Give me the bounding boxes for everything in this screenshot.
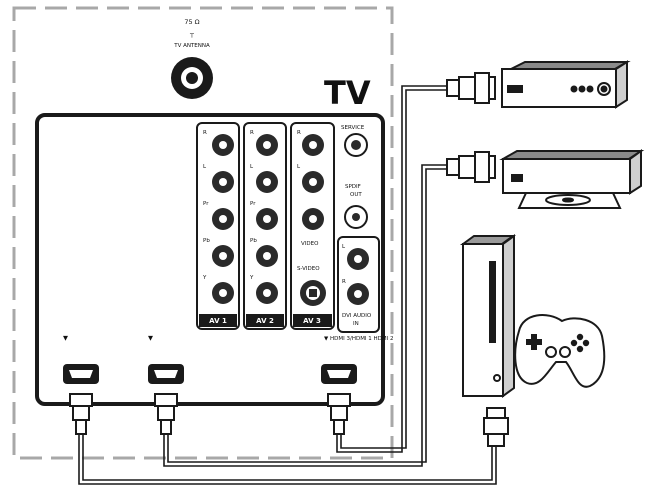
hdmi-plug-device-1	[446, 72, 496, 104]
av3-label-svideo: S-VIDEO	[297, 266, 320, 272]
tv-outline-dashed	[12, 6, 394, 460]
av2-label-l: L	[250, 164, 254, 170]
hdmi-port-3	[321, 364, 357, 384]
antenna-ohm-label: 75 Ω	[184, 18, 199, 26]
antenna-connector: 75 Ω ┬ TV ANTENNA	[171, 18, 213, 99]
dvi-left-label: L	[342, 244, 346, 250]
service-label: SERVICE	[341, 125, 365, 131]
right-column-connectors: SERVICE SPDIF OUT L R DVI AUDIO IN	[337, 125, 380, 333]
dvi-audio-label: DVI AUDIO	[342, 313, 372, 319]
gamepad-icon	[514, 314, 606, 388]
hdmi-cables	[78, 85, 497, 485]
av2-label-y: Y	[249, 275, 254, 281]
antenna-symbol: ┬	[189, 30, 194, 38]
av2-group: R L Pr Pb Y AV 2	[243, 122, 287, 330]
av2-label-pr: Pr	[250, 201, 256, 207]
set-top-box-icon	[501, 60, 631, 109]
av3-group: R L VIDEO S-VIDEO AV 3	[290, 122, 335, 330]
av3-label: AV 3	[303, 317, 321, 325]
av3-label-l: L	[297, 164, 301, 170]
tv-label: TV	[324, 74, 371, 112]
spdif-out-label: OUT	[350, 192, 362, 198]
dvi-audio-in-label: IN	[353, 321, 359, 327]
hdmi-strip-label: ▼ HDMI 3/HDMI 1 HDMI 2	[324, 336, 394, 342]
hdmi-plug-2	[154, 393, 178, 435]
av2-label-r: R	[250, 130, 254, 136]
av1-label-pb: Pb	[203, 238, 210, 244]
av1-label-pr: Pr	[203, 201, 209, 207]
hdmi-marker-mid: ▼	[148, 334, 153, 342]
av1-label-l: L	[203, 164, 207, 170]
av3-label-r: R	[297, 130, 301, 136]
hdmi-marker-left: ▼	[63, 334, 68, 342]
hdmi-port-1	[63, 364, 99, 384]
dvi-right-label: R	[342, 279, 346, 285]
dvd-player-icon	[499, 149, 645, 209]
antenna-label: TV ANTENNA	[173, 43, 210, 49]
av2-label-pb: Pb	[250, 238, 257, 244]
hdmi-plug-1	[69, 393, 93, 435]
av1-label: AV 1	[209, 317, 227, 325]
game-console-icon	[459, 234, 517, 398]
av1-label-y: Y	[202, 275, 207, 281]
av1-label-r: R	[203, 130, 207, 136]
hdmi-plug-console	[483, 407, 509, 447]
av2-label: AV 2	[256, 317, 274, 325]
hdmi-plug-device-2	[446, 151, 496, 183]
av1-group: R L Pr Pb Y AV 1	[196, 122, 240, 330]
hdmi-port-2	[148, 364, 184, 384]
av3-label-video: VIDEO	[301, 241, 319, 247]
spdif-label: SPDIF	[345, 184, 361, 190]
hdmi-plug-3	[327, 393, 351, 435]
